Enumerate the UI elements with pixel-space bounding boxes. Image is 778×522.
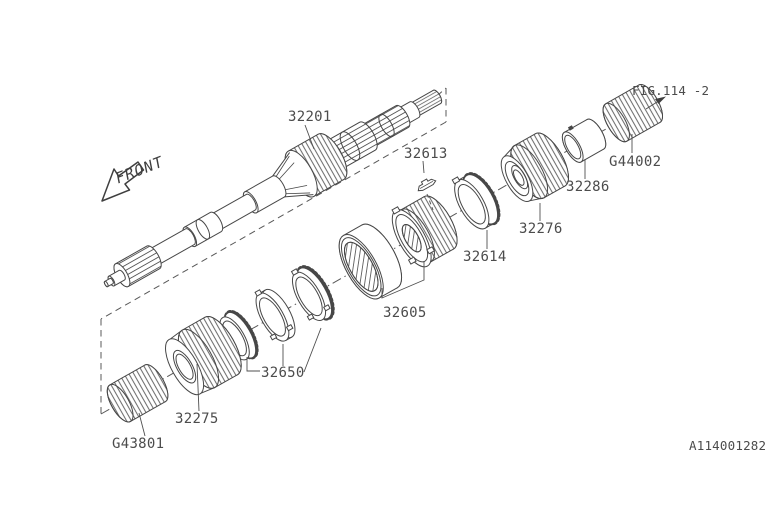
label-drawing-number: A114001282 xyxy=(689,438,766,453)
front-direction: FRONT xyxy=(101,152,165,202)
label-32605: 32605 xyxy=(383,305,427,321)
label-g43801: G43801 xyxy=(112,436,164,452)
leader-32605 xyxy=(381,261,425,299)
baulk-ring-32614 xyxy=(451,172,501,230)
leader-g43801 xyxy=(138,412,146,437)
front-arrow-icon xyxy=(101,161,145,202)
hub-32605 xyxy=(391,195,458,268)
leader-32650 xyxy=(246,327,322,373)
label-32650: 32650 xyxy=(261,365,305,381)
needle-bearing-g44002 xyxy=(602,84,663,143)
key-link-dashed xyxy=(426,193,434,211)
label-fig-ref: FIG.114 -2 xyxy=(632,83,709,98)
label-g44002: G44002 xyxy=(609,154,661,170)
fig-ref-arrow xyxy=(645,96,666,110)
label-32613: 32613 xyxy=(404,146,448,162)
bushing-32286 xyxy=(561,118,607,163)
arrowhead-icon xyxy=(655,96,666,104)
label-32275: 32275 xyxy=(175,411,219,427)
sleeve-32605 xyxy=(338,223,403,300)
baulk-ring-3 xyxy=(290,265,335,321)
gear-32276 xyxy=(500,132,569,202)
leader-32201 xyxy=(304,124,315,150)
main-shaft-32201 xyxy=(103,89,443,288)
baulk-ring-2 xyxy=(254,288,296,342)
gear-32275 xyxy=(165,316,242,396)
needle-bearing-g43801 xyxy=(106,364,169,423)
label-32276: 32276 xyxy=(519,221,563,237)
leader-lines xyxy=(138,124,633,437)
key-32613 xyxy=(417,178,437,192)
front-label: FRONT xyxy=(114,152,164,188)
label-32286: 32286 xyxy=(566,179,610,195)
label-32201: 32201 xyxy=(288,109,332,125)
assembly-outline-dashed xyxy=(100,87,447,414)
leader-32275 xyxy=(196,363,200,412)
leader-32613 xyxy=(422,160,425,174)
exploded-parts xyxy=(106,84,663,423)
part-labels: 32201 32613 32605 32650 32275 G43801 326… xyxy=(112,83,766,453)
label-32614: 32614 xyxy=(463,249,507,265)
